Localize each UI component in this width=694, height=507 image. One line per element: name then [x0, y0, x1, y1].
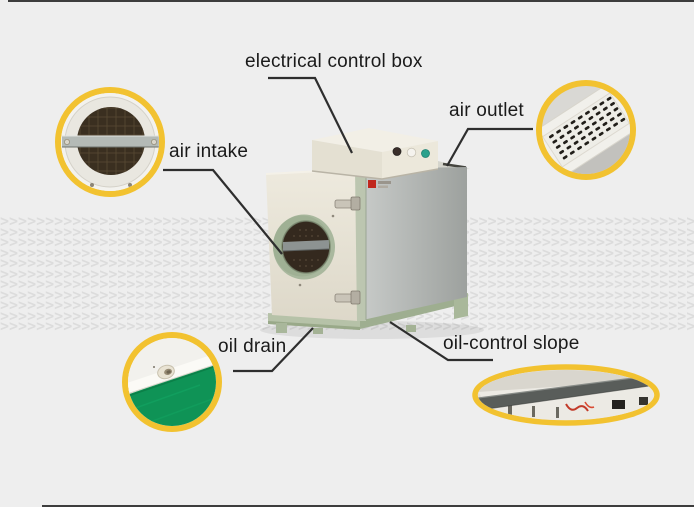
power-button-green [421, 149, 430, 158]
intake-port [273, 214, 335, 280]
machine-illustration [260, 128, 484, 339]
slope-panel [478, 375, 654, 410]
latch-bottom [334, 290, 361, 305]
label-oil-control-slope: oil-control slope [443, 333, 580, 354]
leader-electrical-control-box [268, 76, 353, 154]
latch-top [334, 196, 361, 211]
label-oil-drain: oil drain [218, 336, 287, 357]
machine-base [268, 293, 468, 334]
leader-air-outlet [446, 127, 533, 167]
brand-logo [368, 180, 391, 188]
side-panel [358, 167, 467, 321]
top-border-line [8, 0, 694, 2]
bottom-border-line [42, 505, 694, 507]
label-air-outlet: air outlet [449, 100, 524, 121]
oil-drain-detail-photo [122, 332, 222, 432]
power-button-white [406, 147, 417, 158]
leader-oil-control-slope [389, 321, 493, 362]
control-box [311, 128, 439, 180]
label-electrical-control-box: electrical control box [245, 51, 423, 72]
air-intake-detail-photo [55, 87, 165, 197]
drain-fitting [157, 364, 175, 380]
leader-oil-drain [233, 327, 314, 373]
leader-lines [163, 76, 533, 373]
leader-air-intake [163, 168, 283, 255]
power-button-dark [392, 147, 402, 156]
label-air-intake: air intake [169, 141, 249, 162]
oil-control-slope-detail-photo [472, 364, 660, 426]
air-outlet-detail-photo [536, 80, 636, 180]
red-wires [565, 403, 589, 412]
